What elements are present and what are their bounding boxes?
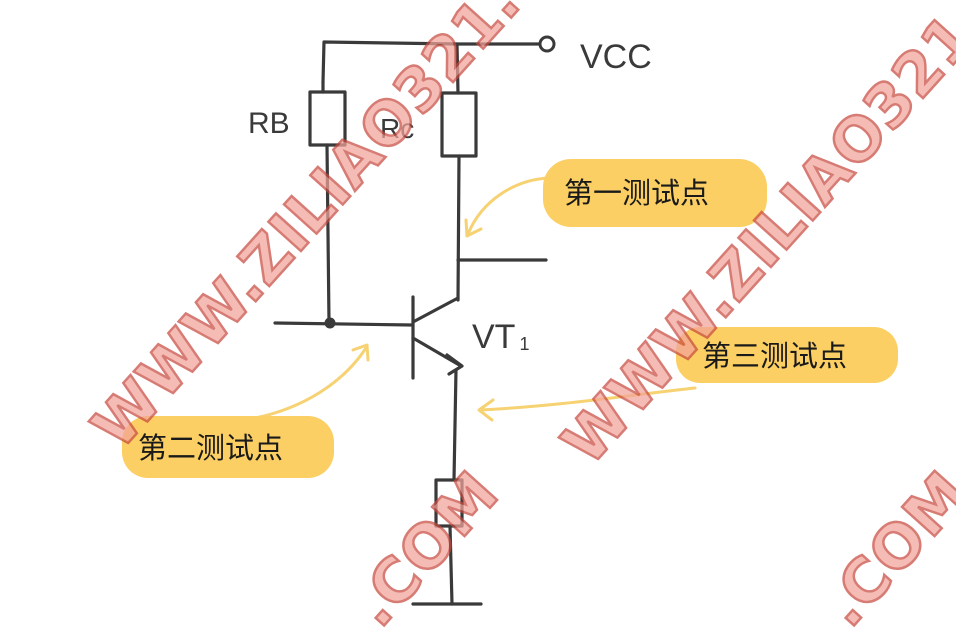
test-point-1-callout: 第一测试点 [543, 159, 767, 227]
test-point-2-callout: 第二测试点 [122, 416, 334, 478]
rc-top-lead [455, 42, 460, 95]
vt-index: 1 [519, 334, 529, 354]
test-point-2-arrowhead [351, 343, 370, 362]
callout-3-text: 第三测试点 [702, 339, 847, 373]
base-input-wire [273, 321, 414, 327]
test-point-2-arrow [243, 346, 368, 422]
test-point-1-arrow [466, 176, 550, 236]
top-supply-wire [321, 40, 542, 84]
collector-lead [456, 154, 461, 302]
base-junction-dot [324, 317, 336, 329]
vcc-terminal [538, 35, 556, 53]
test-point-3-arrowhead [477, 398, 495, 422]
test-point-3-arrow [478, 386, 697, 412]
emitter-branch [411, 368, 483, 606]
emitter-ground-lead [448, 524, 454, 606]
vcc-label: VCC [580, 38, 652, 76]
rb-label: RB [248, 107, 290, 140]
rb-bottom-lead [325, 143, 331, 324]
collector-resistor-branch [440, 42, 548, 302]
rc-label: Rc [380, 113, 414, 144]
watermark-left: WWW.ZILIAO321.COM [79, 0, 640, 462]
vt-name: VT [472, 318, 515, 356]
callout-2-text: 第二测试点 [138, 431, 283, 465]
test-point-1-arrowhead [464, 218, 483, 238]
base-resistor-branch [308, 80, 347, 324]
vcc-rail [321, 35, 556, 84]
transistor-vt1-symbol [273, 295, 464, 380]
callout-3-bubble [676, 327, 898, 383]
test-point-3-callout: 第三测试点 [676, 327, 898, 383]
emitter-arrowhead [445, 353, 464, 376]
callout-1-bubble [543, 159, 767, 227]
callout-1-text: 第一测试点 [564, 176, 709, 210]
callout-2-bubble [122, 416, 334, 478]
transistor-collector-line [411, 296, 460, 324]
watermark-bottom-right: .COM [809, 458, 956, 630]
emitter-lead [452, 368, 458, 482]
